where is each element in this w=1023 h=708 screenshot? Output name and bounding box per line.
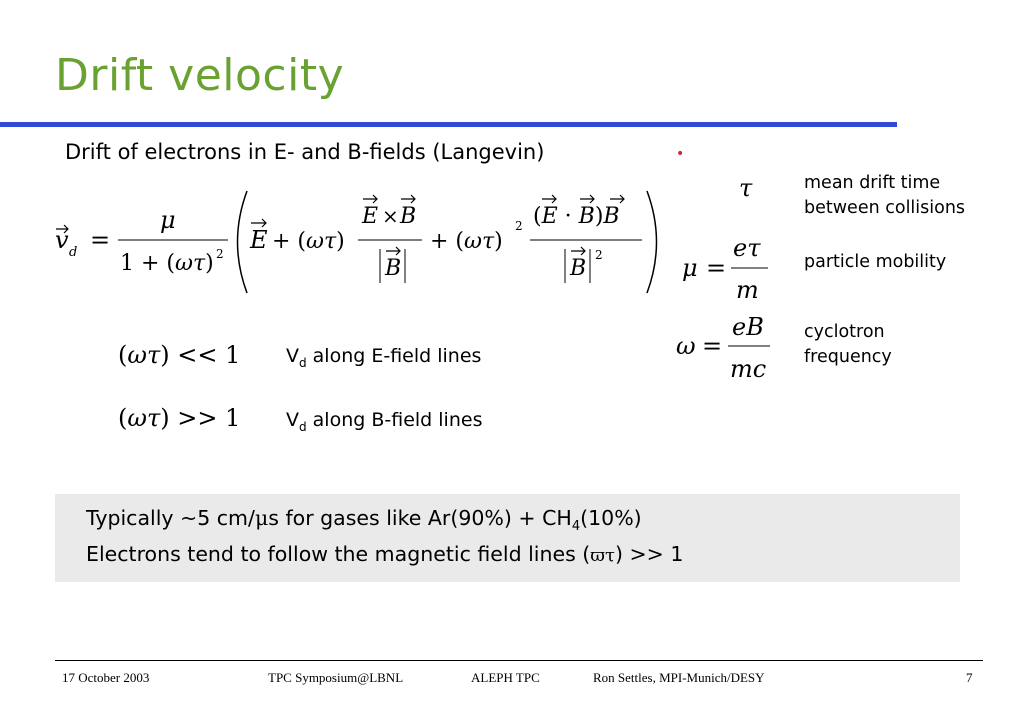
- summary-line-1: Typically ~5 cm/μs for gases like Ar(90%…: [86, 506, 642, 534]
- svg-text:B: B: [569, 256, 586, 281]
- page-number: 7: [966, 670, 973, 685]
- svg-text:E: E: [249, 226, 268, 254]
- svg-text:eτ: eτ: [733, 234, 761, 262]
- mobility-definition: particle mobility: [804, 252, 947, 272]
- cyclotron-definition-line1: cyclotron: [804, 322, 885, 342]
- condition-low-text: Vd along E-field lines: [286, 345, 481, 370]
- svg-text:=: =: [90, 226, 110, 254]
- footer-author: Ron Settles, MPI-Munich/DESY: [593, 670, 765, 685]
- title-divider: [0, 122, 897, 127]
- cyclotron-definition: cyclotron frequency: [804, 320, 892, 370]
- summary-line-2-a: Electrons tend to follow the magnetic fi…: [86, 542, 591, 566]
- mobility-formula: μ = eτ m: [682, 234, 768, 304]
- summary-line-1-c: (10%): [580, 506, 642, 530]
- footer-topic: ALEPH TPC: [471, 670, 540, 685]
- svg-text:m: m: [736, 276, 759, 304]
- svg-text:2: 2: [515, 219, 523, 233]
- svg-text:μ: μ: [682, 254, 698, 282]
- svg-text:eB: eB: [732, 313, 764, 341]
- tau-definition: mean drift time between collisions: [804, 171, 965, 221]
- svg-text:=: =: [706, 254, 726, 282]
- vd-symbol: V: [286, 345, 299, 367]
- svg-text:=: =: [702, 332, 722, 360]
- tau-definition-line1: mean drift time: [804, 173, 941, 193]
- subtitle: Drift of electrons in E- and B-fields (L…: [65, 140, 545, 164]
- condition-low-desc: along E-field lines: [306, 345, 482, 367]
- summary-line-1-a: Typically ~5 cm/: [86, 506, 255, 530]
- svg-text:(E · B)B: (E · B)B: [533, 204, 620, 229]
- tau-definition-line2: between collisions: [804, 198, 966, 218]
- langevin-equation: v d = μ 1 + (ωτ) 2 E + (ωτ) E × B B + (ω…: [55, 190, 658, 294]
- slide-title: Drift velocity: [55, 50, 345, 101]
- tau-symbol: τ: [739, 174, 753, 202]
- svg-text:B: B: [384, 256, 401, 281]
- condition-high-math: (ωτ) >> 1: [118, 404, 240, 432]
- cyclotron-formula: ω = eB mc: [676, 313, 770, 383]
- summary-line-1-b: s for gases like Ar(90%) + CH: [268, 506, 572, 530]
- footer-divider: [55, 660, 983, 661]
- omega-tau-symbol: ϖτ: [590, 545, 615, 566]
- footer-date: 17 October 2003: [62, 670, 150, 685]
- svg-text:d: d: [69, 245, 77, 260]
- svg-text:+ (ωτ): + (ωτ): [272, 229, 345, 254]
- summary-line-2-b: ) >> 1: [614, 542, 684, 566]
- bullet-marker: •: [676, 146, 685, 162]
- mu-symbol: μ: [254, 506, 269, 530]
- condition-high-text: Vd along B-field lines: [286, 409, 482, 434]
- condition-low-math: (ωτ) << 1: [118, 341, 240, 369]
- svg-text:v: v: [55, 226, 69, 254]
- svg-text:×: ×: [382, 204, 399, 228]
- svg-text:τ: τ: [739, 174, 753, 202]
- summary-box: [55, 494, 960, 582]
- svg-text:mc: mc: [730, 355, 766, 383]
- vd-subscript: d: [299, 419, 307, 434]
- cyclotron-definition-line2: frequency: [804, 347, 892, 367]
- svg-text:(ωτ) >> 1: (ωτ) >> 1: [118, 404, 240, 432]
- svg-text:ω: ω: [676, 332, 696, 360]
- svg-text:1 + (ωτ): 1 + (ωτ): [120, 251, 214, 276]
- svg-text:E: E: [361, 204, 378, 229]
- svg-text:B: B: [399, 204, 416, 229]
- summary-line-2: Electrons tend to follow the magnetic fi…: [86, 542, 683, 566]
- footer-event: TPC Symposium@LBNL: [268, 670, 404, 685]
- condition-high-desc: along B-field lines: [306, 409, 483, 431]
- svg-text:+ (ωτ): + (ωτ): [430, 229, 503, 254]
- svg-text:2: 2: [595, 248, 603, 262]
- vd-symbol: V: [286, 409, 299, 431]
- svg-text:2: 2: [216, 247, 224, 261]
- vd-subscript: d: [299, 355, 307, 370]
- ch4-subscript: 4: [571, 519, 581, 535]
- svg-text:μ: μ: [160, 206, 176, 234]
- svg-text:(ωτ) << 1: (ωτ) << 1: [118, 341, 240, 369]
